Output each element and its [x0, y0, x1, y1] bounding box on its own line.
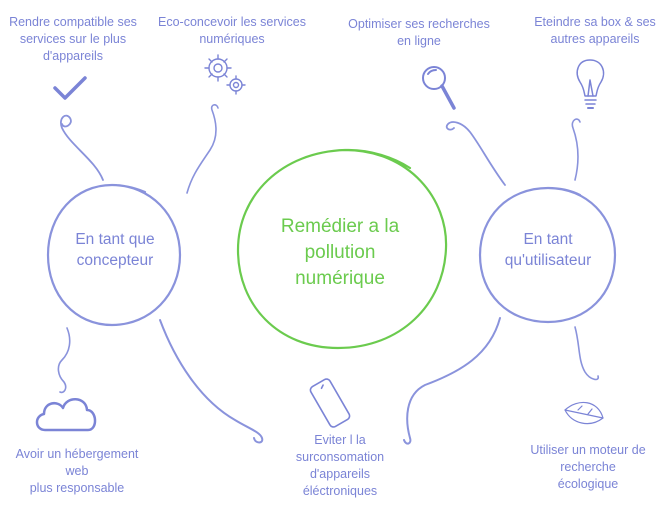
- label-compatible: Rendre compatible ses services sur le pl…: [9, 15, 137, 63]
- label-box: Eteindre sa box & ses autres appareils: [534, 15, 656, 46]
- connector-hosting: [57, 327, 71, 394]
- leaf-icon: [564, 401, 604, 425]
- user-circle: [478, 186, 617, 324]
- connector-compatible: [60, 114, 104, 181]
- center-circle: [236, 148, 448, 350]
- magnifier-icon: [422, 66, 456, 110]
- label-hosting: Avoir un hébergement web plus responsabl…: [15, 447, 139, 495]
- label-devices: Eviter l la surconsomation d'appareils é…: [295, 433, 385, 498]
- designer-title: En tant que concepteur: [75, 231, 155, 269]
- connector-search: [445, 121, 506, 186]
- checkmark-icon: [53, 76, 87, 100]
- center-title: Remédier a la pollution numérique: [280, 216, 400, 289]
- user-title: En tant qu'utilisateur: [504, 231, 592, 269]
- connector-devices-left: [159, 319, 264, 444]
- label-engine: Utiliser un moteur de recherche écologiq…: [530, 443, 646, 491]
- connector-devices-right: [403, 317, 501, 445]
- cloud-icon: [35, 398, 97, 432]
- gears-icon: [204, 54, 246, 95]
- label-ecodesign: Eco-concevoir les services numériques: [158, 15, 306, 46]
- connector-box: [571, 118, 581, 181]
- connector-ecodesign: [186, 104, 219, 194]
- lightbulb-icon: [576, 59, 605, 109]
- designer-circle: [46, 183, 182, 327]
- smartphone-icon: [309, 378, 351, 428]
- label-search: Optimiser ses recherches en ligne: [348, 17, 490, 48]
- connector-engine: [574, 326, 600, 381]
